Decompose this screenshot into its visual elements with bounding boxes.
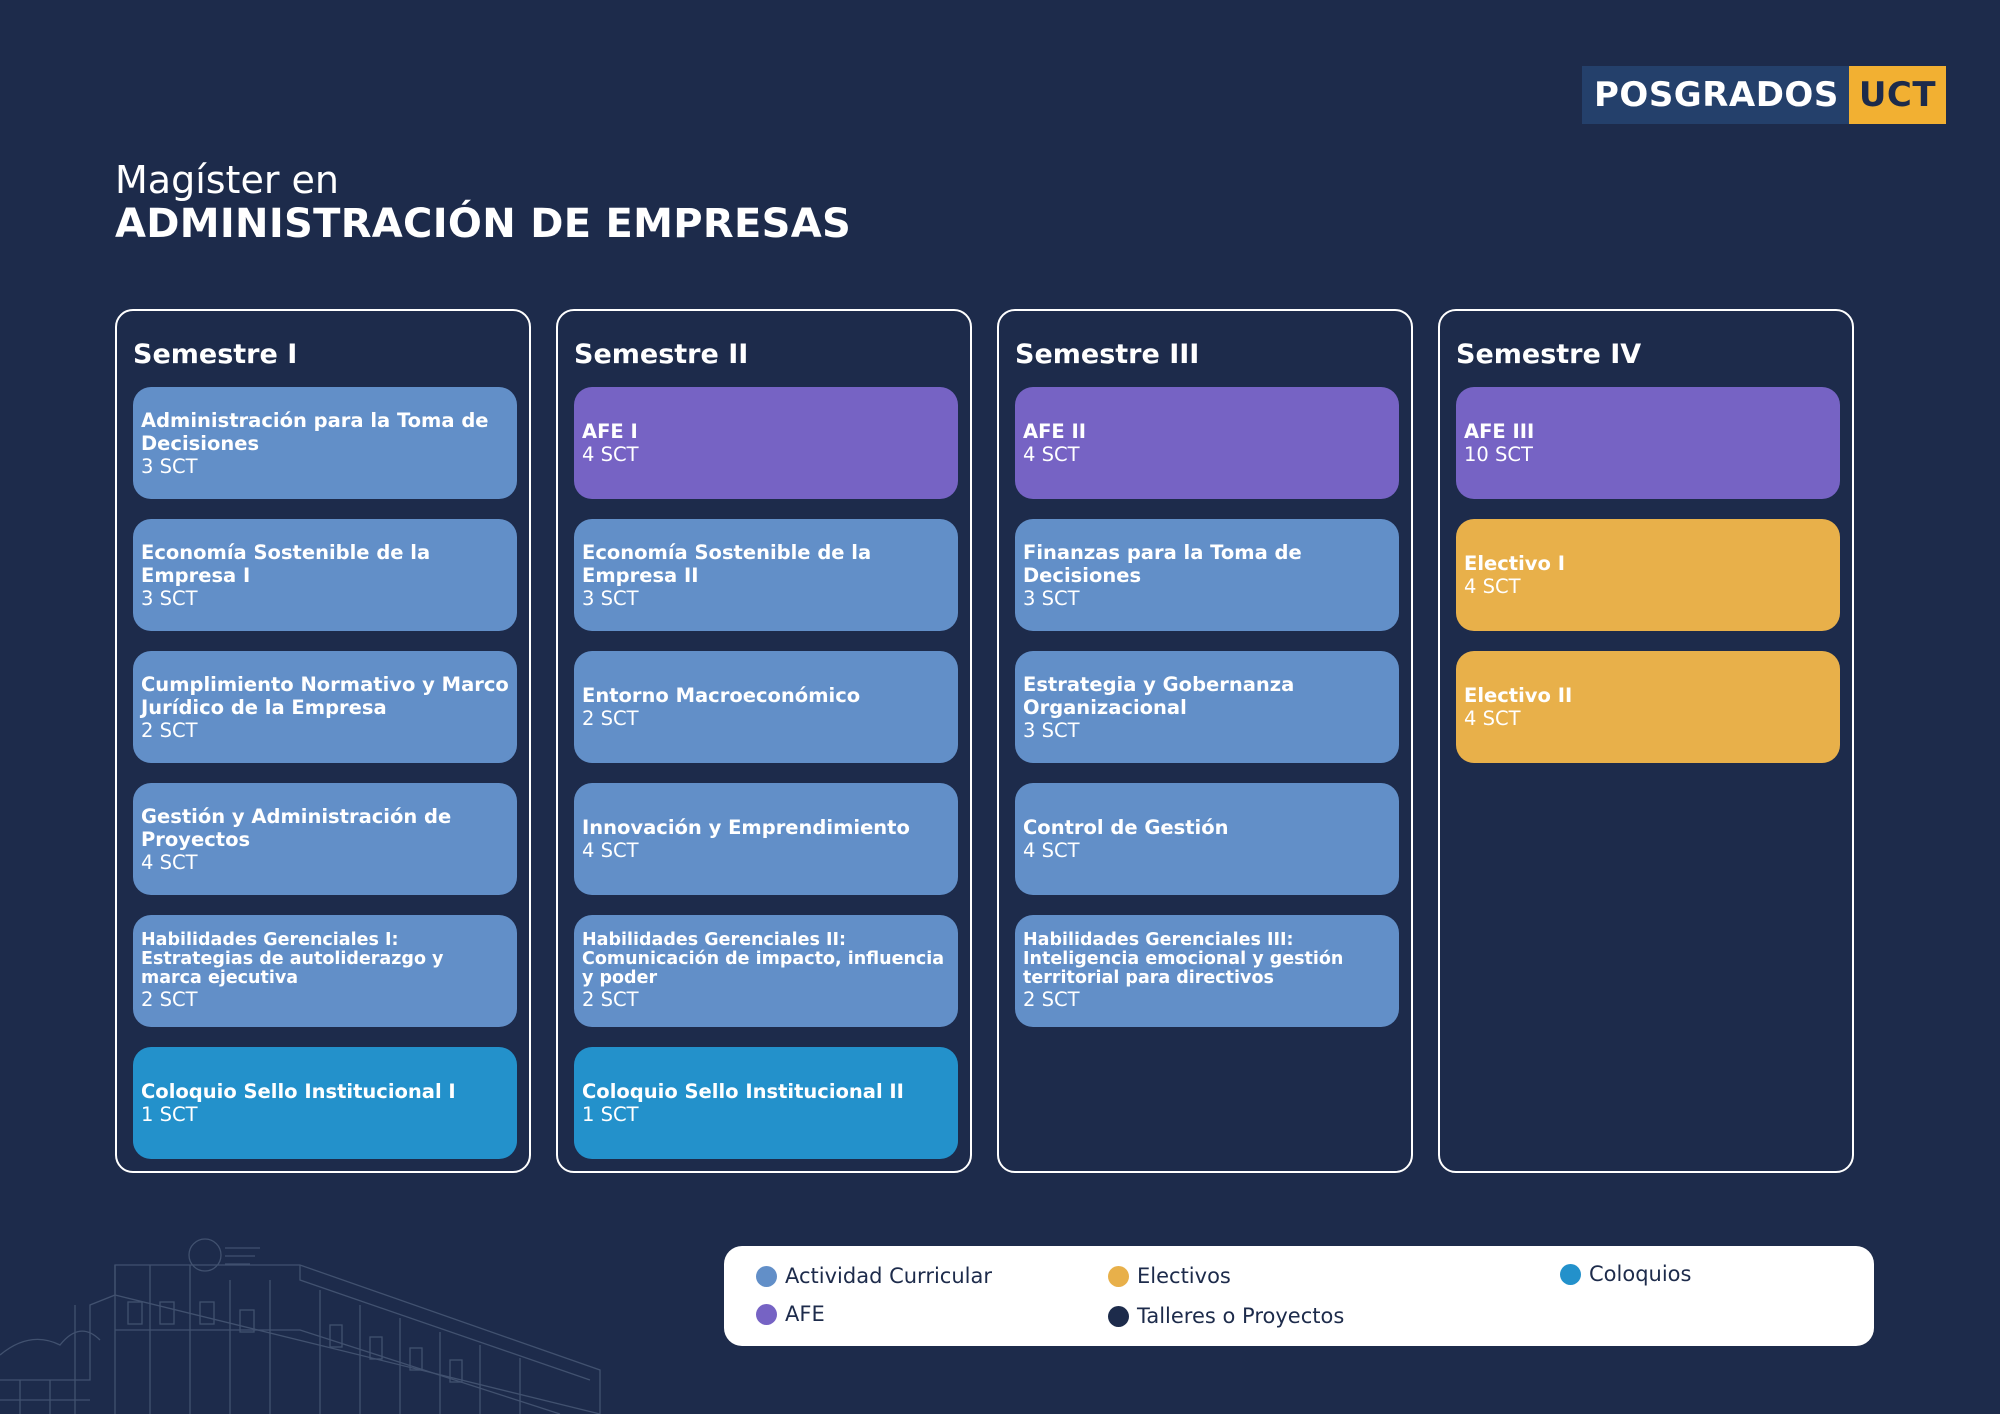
course-card[interactable]: Economía Sostenible de la Empresa II 3 S… (574, 519, 958, 631)
course-credits: 3 SCT (1023, 718, 1080, 742)
course-card[interactable]: Estrategia y Gobernanza Organizacional 3… (1015, 651, 1399, 763)
course-card[interactable]: Gestión y Administración de Proyectos 4 … (133, 783, 517, 895)
course-name: Electivo II (1464, 684, 1573, 707)
semester-2-title: Semestre II (574, 339, 749, 370)
course-name: Entorno Macroeconómico (582, 684, 861, 707)
semester-4-panel: Semestre IV AFE III 10 SCT Electivo I 4 … (1438, 309, 1854, 1173)
course-card[interactable]: Habilidades Gerenciales III: Inteligenci… (1015, 915, 1399, 1027)
course-name: AFE II (1023, 420, 1087, 443)
course-name: Habilidades Gerenciales II: Comunicación… (582, 930, 945, 988)
course-name: Economía Sostenible de la Empresa II (582, 540, 872, 587)
course-name: Control de Gestión (1023, 816, 1229, 839)
course-credits: 2 SCT (582, 707, 639, 730)
course-credits: 4 SCT (141, 850, 198, 874)
course-card[interactable]: Habilidades Gerenciales II: Comunicación… (574, 915, 958, 1027)
legend-item-coloquios: Coloquios (1560, 1262, 1691, 1286)
course-card[interactable]: Administración para la Toma de Decisione… (133, 387, 517, 499)
legend-item-talleres: Talleres o Proyectos (1108, 1304, 1344, 1328)
course-credits: 3 SCT (582, 586, 639, 610)
course-name: Habilidades Gerenciales I: Estrategias d… (141, 930, 444, 988)
semester-3-panel: Semestre III AFE II 4 SCT Finanzas para … (997, 309, 1413, 1173)
course-name: Habilidades Gerenciales III: Inteligenci… (1023, 930, 1344, 988)
legend-dot (1560, 1263, 1581, 1285)
legend-dot (1108, 1265, 1129, 1287)
course-name: AFE III (1464, 420, 1535, 443)
course-name: Innovación y Emprendimiento (582, 816, 910, 839)
course-credits: 4 SCT (582, 443, 639, 466)
course-credits: 4 SCT (1023, 839, 1080, 862)
course-name: Estrategia y Gobernanza Organizacional (1023, 672, 1295, 719)
semester-1-title: Semestre I (133, 339, 298, 370)
program-prefix: Magíster en (115, 158, 339, 202)
legend-label: Coloquios (1589, 1262, 1692, 1286)
course-card[interactable]: Electivo I 4 SCT (1456, 519, 1840, 631)
course-credits: 3 SCT (141, 454, 198, 478)
course-card[interactable]: Control de Gestión 4 SCT (1015, 783, 1399, 895)
legend-label: Electivos (1137, 1264, 1231, 1288)
course-card[interactable]: Cumplimiento Normativo y Marco Jurídico … (133, 651, 517, 763)
course-credits: 4 SCT (1023, 443, 1080, 466)
course-credits: 1 SCT (582, 1103, 639, 1126)
course-name: Coloquio Sello Institucional I (141, 1080, 456, 1103)
course-credits: 2 SCT (141, 988, 198, 1011)
course-credits: 3 SCT (1023, 586, 1080, 610)
course-card[interactable]: Innovación y Emprendimiento 4 SCT (574, 783, 958, 895)
semester-1-panel: Semestre I Administración para la Toma d… (115, 309, 531, 1173)
legend-label: Actividad Curricular (785, 1264, 992, 1288)
building-illustration (0, 1238, 601, 1414)
logo-part-uct: UCT (1848, 66, 1947, 124)
course-card[interactable]: Habilidades Gerenciales I: Estrategias d… (133, 915, 517, 1027)
course-name: AFE I (582, 420, 638, 443)
legend-dot (756, 1303, 777, 1325)
course-card[interactable]: Coloquio Sello Institucional I 1 SCT (133, 1047, 517, 1159)
course-credits: 4 SCT (582, 839, 639, 862)
course-credits: 4 SCT (1464, 707, 1521, 730)
legend-item-curricular: Actividad Curricular (756, 1264, 992, 1288)
course-credits: 10 SCT (1464, 443, 1533, 466)
course-credits: 2 SCT (141, 718, 198, 742)
semester-3-title: Semestre III (1015, 339, 1200, 370)
legend-panel: Actividad Curricular Electivos Coloquios… (724, 1246, 1874, 1346)
course-card[interactable]: Entorno Macroeconómico 2 SCT (574, 651, 958, 763)
course-name: Administración para la Toma de Decisione… (141, 408, 489, 455)
course-credits: 2 SCT (1023, 988, 1080, 1011)
course-credits: 1 SCT (141, 1103, 198, 1126)
course-name: Finanzas para la Toma de Decisiones (1023, 540, 1302, 587)
course-name: Cumplimiento Normativo y Marco Jurídico … (141, 672, 509, 719)
course-card[interactable]: AFE I 4 SCT (574, 387, 958, 499)
course-card[interactable]: Finanzas para la Toma de Decisiones 3 SC… (1015, 519, 1399, 631)
course-name: Electivo I (1464, 552, 1565, 575)
legend-item-electivos: Electivos (1108, 1264, 1231, 1288)
semester-4-title: Semestre IV (1456, 339, 1642, 370)
semester-2-panel: Semestre II AFE I 4 SCT Economía Sosteni… (556, 309, 972, 1173)
course-credits: 3 SCT (141, 586, 198, 610)
course-card[interactable]: Economía Sostenible de la Empresa I 3 SC… (133, 519, 517, 631)
legend-dot (756, 1265, 777, 1287)
program-title: ADMINISTRACIÓN DE EMPRESAS (115, 201, 852, 247)
course-card[interactable]: Coloquio Sello Institucional II 1 SCT (574, 1047, 958, 1159)
course-credits: 4 SCT (1464, 575, 1521, 598)
legend-item-afe: AFE (756, 1302, 825, 1326)
course-name: Gestión y Administración de Proyectos (141, 804, 452, 851)
course-card[interactable]: Electivo II 4 SCT (1456, 651, 1840, 763)
course-name: Coloquio Sello Institucional II (582, 1080, 904, 1103)
logo-part-posgrados: POSGRADOS (1582, 66, 1849, 124)
legend-dot (1108, 1305, 1129, 1327)
course-credits: 2 SCT (582, 988, 639, 1011)
legend-label: Talleres o Proyectos (1137, 1304, 1345, 1328)
posgrados-uct-logo: POSGRADOS UCT (1582, 66, 1947, 124)
legend-label: AFE (785, 1302, 825, 1326)
course-name: Economía Sostenible de la Empresa I (141, 540, 431, 587)
course-card[interactable]: AFE III 10 SCT (1456, 387, 1840, 499)
course-card[interactable]: AFE II 4 SCT (1015, 387, 1399, 499)
